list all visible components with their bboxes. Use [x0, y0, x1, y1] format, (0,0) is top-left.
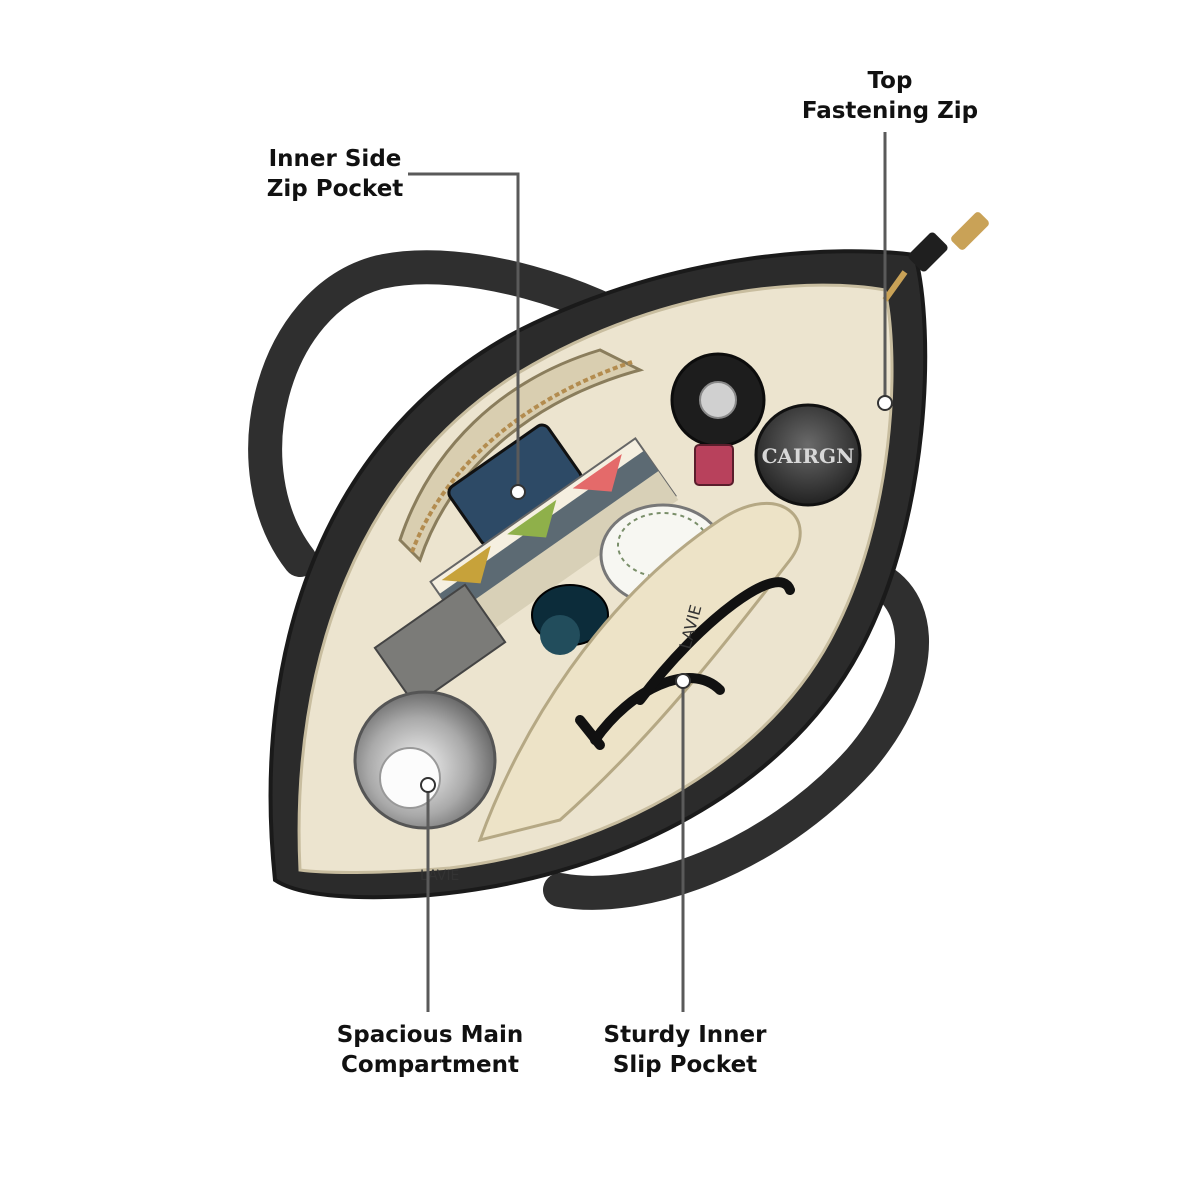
- callout-line-2: Fastening Zip: [801, 98, 979, 124]
- callout-line-2: Slip Pocket: [612, 1052, 758, 1078]
- callout-inner-side-zip-pocket: Inner Side Zip Pocket: [250, 144, 420, 204]
- callout-line-2: Zip Pocket: [266, 176, 404, 202]
- pouch: [373, 583, 507, 707]
- glasses: [575, 577, 795, 750]
- jar: [754, 403, 862, 507]
- callout-sturdy-inner-slip-pocket: Sturdy Inner Slip Pocket: [590, 1020, 780, 1080]
- callout-line-1: Spacious Main: [336, 1022, 524, 1048]
- callout-line-2: Compartment: [341, 1052, 519, 1078]
- callout-line-1: Inner Side: [268, 146, 402, 172]
- slip-pocket: [477, 501, 802, 843]
- handle-top-left: [248, 250, 657, 577]
- callout-top-fastening-zip: Top Fastening Zip: [790, 66, 990, 126]
- handle-bottom-right: [543, 563, 929, 910]
- jar-label: CAIRGN: [762, 444, 855, 468]
- callout-spacious-main-compartment: Spacious Main Compartment: [310, 1020, 550, 1080]
- callout-line-1: Top: [867, 68, 913, 94]
- lining-print: LAVIE: [420, 868, 459, 884]
- zip-pull-icon: [882, 212, 989, 302]
- lipstick: [694, 444, 734, 486]
- callout-dots: [420, 395, 893, 793]
- callout-line-1: Sturdy Inner: [603, 1022, 767, 1048]
- callout-lines: [408, 132, 887, 1012]
